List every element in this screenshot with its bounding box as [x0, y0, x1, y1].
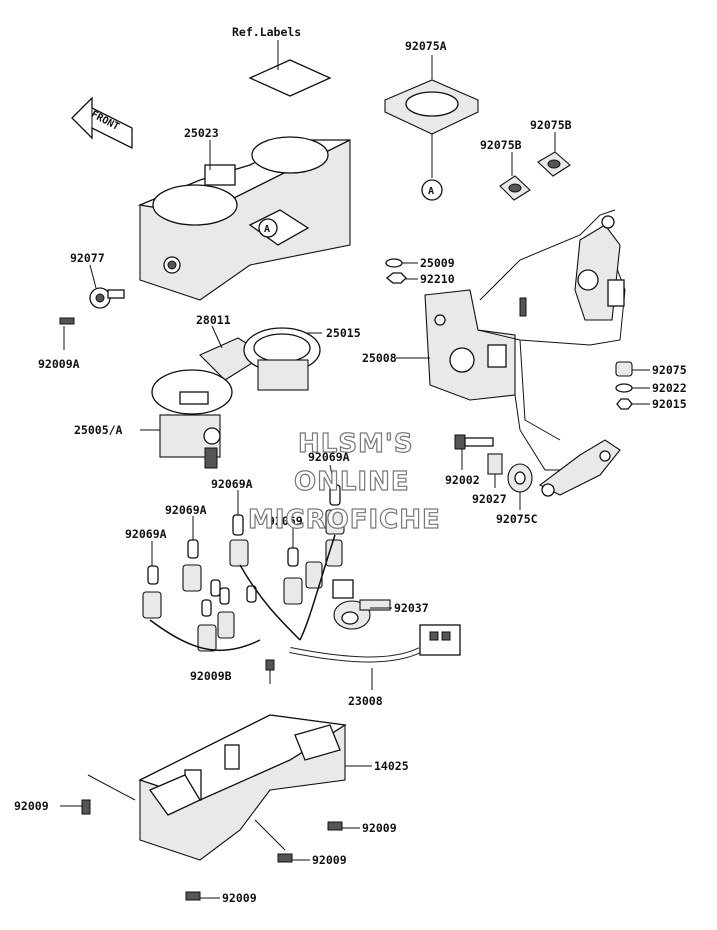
- label-92077: 92077: [70, 251, 105, 265]
- meter-assy-25005A: [140, 369, 233, 469]
- nut-25009-92210: [385, 258, 418, 284]
- label-92069A-3: 92069A: [165, 503, 207, 517]
- screw-92009-2: [327, 821, 360, 831]
- bracket-25008: [396, 209, 626, 497]
- label-92009-2: 92009: [362, 821, 397, 835]
- label-25008: 25008: [362, 351, 397, 365]
- spacer-stack-92075: [615, 361, 650, 410]
- screw-92009-4: [185, 891, 220, 901]
- label-92027: 92027: [472, 492, 507, 506]
- screw-92009A: [59, 317, 75, 350]
- label-92002: 92002: [445, 473, 480, 487]
- cover-14025: [138, 714, 372, 861]
- harness-23008: [149, 534, 461, 690]
- watermark: HLSM'S ONLINE MICROFICHE: [247, 428, 441, 535]
- ref-labels-sheet: [248, 40, 332, 97]
- label-92069A-4: 92069A: [125, 527, 167, 541]
- label-25023: 25023: [184, 126, 219, 140]
- label-92075B-2: 92075B: [480, 138, 522, 152]
- clamp-92037: [333, 599, 392, 630]
- label-92210: 92210: [420, 272, 455, 286]
- label-92069A-2: 92069A: [211, 477, 253, 491]
- grommet-92075A: [384, 55, 479, 201]
- ref-labels-label: Ref.Labels: [232, 25, 301, 39]
- label-25009: 25009: [420, 256, 455, 270]
- collar-92027: [487, 453, 503, 488]
- label-92009A: 92009A: [38, 357, 80, 371]
- label-92009-4: 92009: [222, 891, 257, 905]
- label-23008: 23008: [348, 694, 383, 708]
- label-92022: 92022: [652, 381, 687, 395]
- label-92069: 92069: [268, 514, 303, 528]
- gauge-25015: [243, 327, 322, 391]
- watermark-line-2: ONLINE: [294, 467, 410, 497]
- label-92075: 92075: [652, 363, 687, 377]
- grommet-92075C: [507, 463, 533, 510]
- label-92009B: 92009B: [190, 669, 232, 683]
- marker-a-upper: A: [264, 224, 270, 235]
- rubber-92075B-left: [499, 152, 531, 201]
- screw-92009B: [265, 659, 275, 684]
- label-28011: 28011: [196, 313, 231, 327]
- label-25005A: 25005/A: [74, 423, 123, 437]
- label-92075C: 92075C: [496, 512, 538, 526]
- meter-case-25023: [137, 136, 351, 301]
- label-14025: 14025: [374, 759, 409, 773]
- label-92009-1: 92009: [14, 799, 49, 813]
- label-25015: 25015: [326, 326, 361, 340]
- label-92015: 92015: [652, 397, 687, 411]
- label-92075A: 92075A: [405, 39, 447, 53]
- label-92037: 92037: [394, 601, 429, 615]
- gear-92077: [89, 264, 125, 309]
- bolt-92002: [454, 434, 494, 470]
- watermark-line-1: HLSM'S: [298, 429, 414, 459]
- rubber-92075B-right: [537, 132, 571, 177]
- label-92069A-1: 92069A: [308, 450, 350, 464]
- sockets-92069: [142, 464, 345, 652]
- marker-a-lower: A: [428, 186, 434, 197]
- front-arrow-icon: [71, 96, 133, 150]
- label-92009-3: 92009: [312, 853, 347, 867]
- screw-92009-3: [254, 819, 310, 863]
- watermark-line-3: MICROFICHE: [248, 505, 441, 535]
- screw-92009-1: [60, 774, 136, 815]
- label-92075B-1: 92075B: [530, 118, 572, 132]
